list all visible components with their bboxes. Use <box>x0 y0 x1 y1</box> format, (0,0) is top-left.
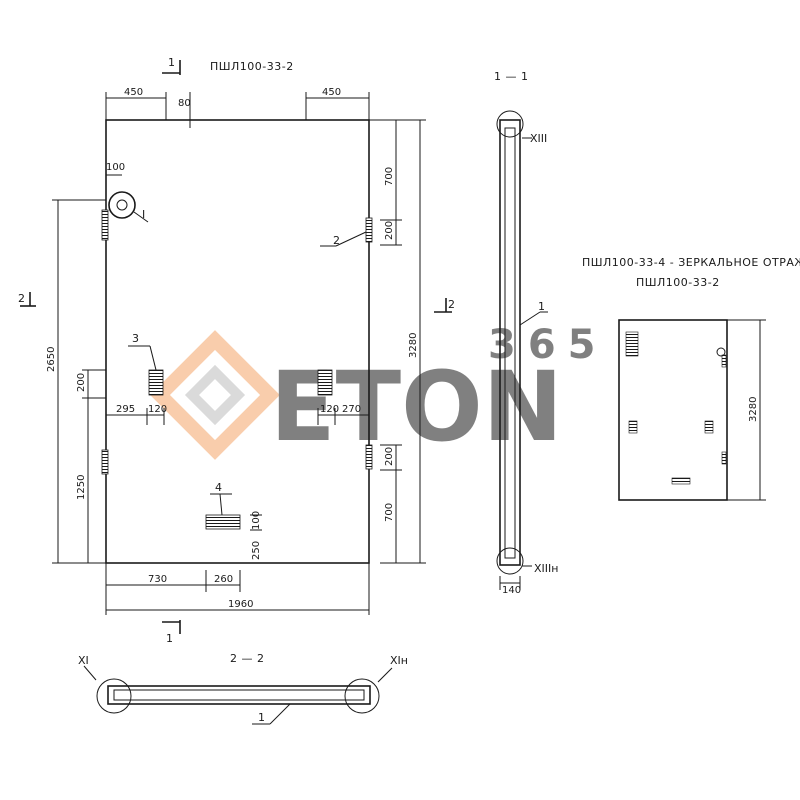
callout-4: 4 <box>215 481 222 494</box>
dim-120-left: 120 <box>148 404 167 415</box>
mirror-title-line1: ПШЛ100-33-4 - ЗЕРКАЛЬНОЕ ОТРАЖЕНИЕ <box>582 256 800 269</box>
mirror-part-c <box>704 420 714 434</box>
mirror-panel-outline <box>618 319 728 501</box>
section-mark-2-left-label: 2 <box>18 292 25 305</box>
dim-right-700-bottom: 700 <box>384 503 395 522</box>
section-mark-2-right-label: 2 <box>448 298 455 311</box>
embedded-parts-right <box>365 217 373 470</box>
dim-270: 270 <box>342 404 361 415</box>
watermark-hexagon-inner <box>184 364 246 426</box>
section-2-2-view: 2 — 2 XI XIн 1 <box>78 652 408 725</box>
main-panel-view: ПШЛ100-33-2 1 450 80 450 100 I <box>18 56 455 645</box>
dim-mirror-3280: 3280 <box>748 397 759 422</box>
node-XI-label: XI <box>78 654 89 667</box>
watermark: ETON 365 <box>150 322 608 463</box>
callout-3: 3 <box>132 332 139 345</box>
dim-top-left: 450 <box>124 87 143 98</box>
section-1-1-node-bottom <box>496 547 524 575</box>
watermark-number: 365 <box>488 322 608 368</box>
node-XIn-label: XIн <box>390 654 408 667</box>
section-2-2-node-left <box>96 678 132 714</box>
dim-right-700-top: 700 <box>384 167 395 186</box>
section-2-2-body-inner <box>113 689 365 701</box>
mirror-loop <box>716 347 726 357</box>
dim-right-200-bottom: 200 <box>384 447 395 466</box>
lifting-loop-circle <box>108 191 136 219</box>
dim-bottom-730: 730 <box>148 574 167 585</box>
section-1-1-body-inner <box>504 127 516 559</box>
mirror-view: ПШЛ100-33-4 - ЗЕРКАЛЬНОЕ ОТРАЖЕНИЕ ПШЛ10… <box>582 256 800 501</box>
dim-top-small: 80 <box>178 98 191 109</box>
node-I-label: I <box>142 208 145 221</box>
dim-bottom-1960: 1960 <box>228 599 253 610</box>
embedded-parts-left <box>101 209 109 475</box>
dim-bottom-260: 260 <box>214 574 233 585</box>
mirror-part-b <box>628 420 638 434</box>
dim-sec1-140: 140 <box>502 585 521 596</box>
node-XIIIn-label: XIIIн <box>534 562 558 575</box>
section-mark-1-top: 1 <box>162 56 181 75</box>
mirror-title-line2: ПШЛ100-33-2 <box>636 276 720 289</box>
section-2-2-body-outer <box>107 685 371 705</box>
mirror-part-e <box>721 354 727 368</box>
section-mark-2-left: 2 <box>18 292 36 307</box>
mirror-part-a <box>625 331 639 357</box>
section-2-2-title: 2 — 2 <box>230 652 265 665</box>
mirror-part-d <box>671 477 691 485</box>
node-XIII-label: XIII <box>530 132 547 145</box>
dim-top-right: 450 <box>322 87 341 98</box>
embedded-part-4 <box>205 514 241 530</box>
dim-right-200-top: 200 <box>384 221 395 240</box>
callout-1-section: 1 <box>538 300 545 313</box>
section-mark-1-top-label: 1 <box>168 56 175 69</box>
section-1-1-title: 1 — 1 <box>494 70 529 83</box>
dim-left-2650: 2650 <box>46 347 57 372</box>
embedded-part-3b <box>317 369 333 396</box>
callout-2: 2 <box>333 234 340 247</box>
section-1-1-node-top <box>496 110 524 138</box>
callout-1-section-2: 1 <box>258 711 265 724</box>
dim-left-100: 100 <box>106 162 125 173</box>
dim-250: 250 <box>251 541 262 560</box>
embedded-part-3 <box>148 369 164 396</box>
dim-right-3280: 3280 <box>408 333 419 358</box>
main-title: ПШЛ100-33-2 <box>210 60 294 73</box>
section-2-2-node-right <box>344 678 380 714</box>
dim-left-1250: 1250 <box>76 475 87 500</box>
lifting-loop-hole <box>116 199 128 211</box>
dim-left-200: 200 <box>76 373 87 392</box>
section-mark-1-bottom: 1 <box>162 620 181 645</box>
dim-295: 295 <box>116 404 135 415</box>
section-1-1-view: 1 — 1 XIII XIIIн 1 140 <box>494 70 558 596</box>
panel-outline <box>105 119 370 564</box>
section-1-1-body-outer <box>499 119 521 566</box>
dim-100: 100 <box>251 511 262 530</box>
watermark-hexagon <box>150 330 280 460</box>
mirror-part-f <box>721 451 727 465</box>
dim-120-right: 120 <box>320 404 339 415</box>
section-mark-2-right: 2 <box>434 298 455 313</box>
section-mark-1-bottom-label: 1 <box>166 632 173 645</box>
